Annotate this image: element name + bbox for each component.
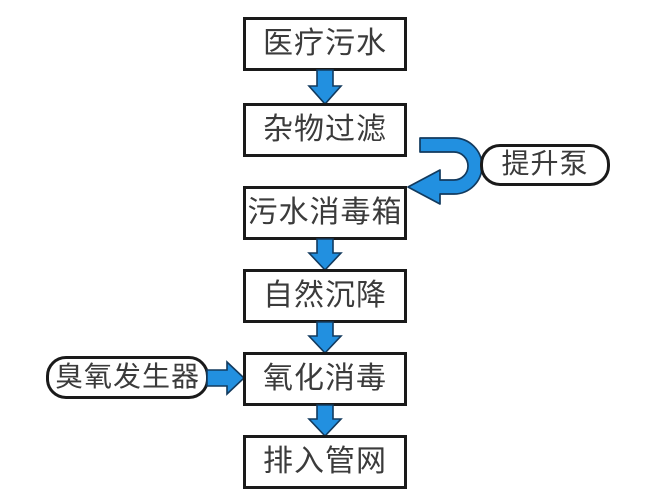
node-lift-pump[interactable]: 提升泵: [480, 144, 610, 186]
node-label: 排入管网: [263, 445, 387, 478]
node-label: 自然沉降: [263, 279, 387, 312]
node-label: 杂物过滤: [263, 113, 387, 146]
node-discharge-to-pipe-network[interactable]: 排入管网: [243, 435, 407, 489]
arrow-ozone-to-oxidation: [206, 360, 246, 396]
arrow-oxidation-to-discharge: [307, 404, 343, 438]
arrow-wastewater-to-filtration: [307, 69, 343, 106]
arrow-tank-to-sedimentation: [307, 238, 343, 272]
arrow-sedimentation-to-oxidation: [307, 321, 343, 355]
node-medical-wastewater[interactable]: 医疗污水: [243, 17, 407, 71]
node-label: 污水消毒箱: [247, 196, 403, 229]
node-label: 氧化消毒: [263, 362, 387, 395]
node-oxidative-disinfection[interactable]: 氧化消毒: [243, 352, 407, 406]
node-sewage-disinfection-tank[interactable]: 污水消毒箱: [243, 186, 407, 240]
node-label: 医疗污水: [263, 27, 387, 60]
node-label: 提升泵: [501, 149, 589, 180]
arrow-pump-recirculation: [404, 130, 490, 206]
node-debris-filtration[interactable]: 杂物过滤: [243, 103, 407, 157]
node-natural-sedimentation[interactable]: 自然沉降: [243, 269, 407, 323]
node-label: 臭氧发生器: [54, 361, 200, 393]
node-ozone-generator[interactable]: 臭氧发生器: [46, 356, 209, 399]
